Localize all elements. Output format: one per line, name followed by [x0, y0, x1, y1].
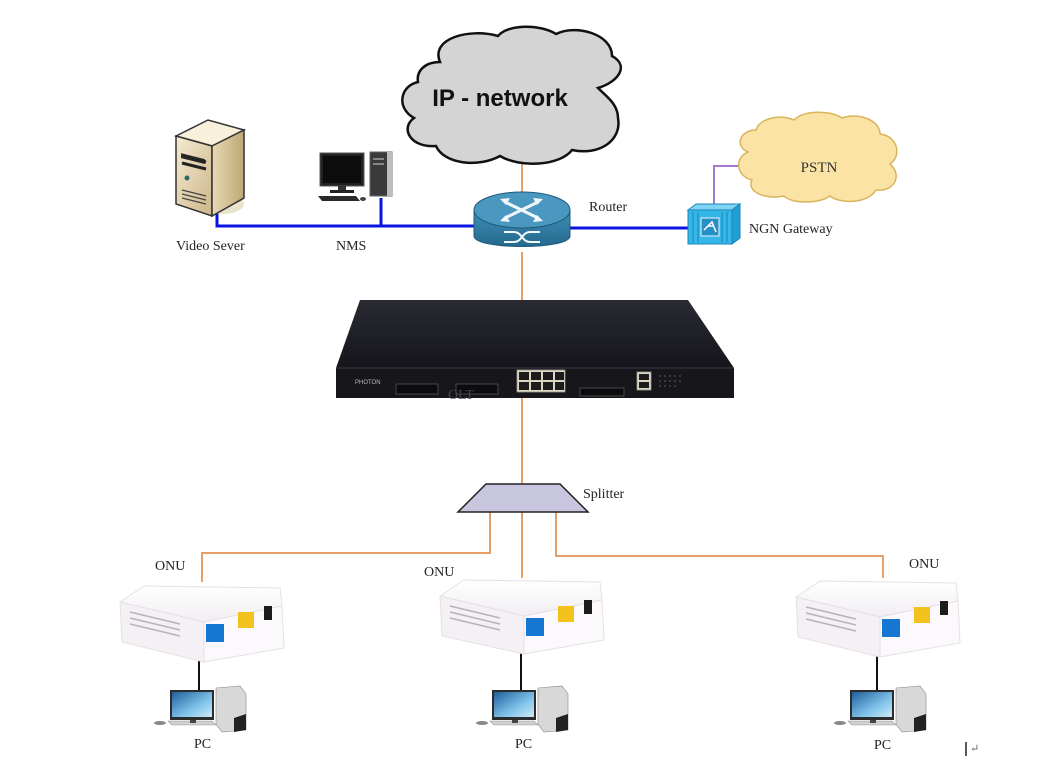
onu-device-icon-1 [118, 585, 285, 663]
ip-network-label: IP - network [432, 85, 568, 112]
pc-icon-3 [834, 685, 927, 733]
onu-label-1: ONU [155, 559, 186, 574]
onu-device-icon-2 [438, 579, 605, 655]
olt-device-icon: PHOTON [336, 300, 734, 398]
router-label: Router [589, 200, 628, 215]
splitter-label: Splitter [583, 487, 625, 502]
onu-label-2: ONU [424, 565, 455, 580]
pstn-cloud-shape [738, 111, 898, 203]
splitter-icon [456, 483, 590, 513]
pc-label-2: PC [515, 737, 533, 752]
pc-label-1: PC [194, 737, 212, 752]
pstn-label: PSTN [801, 160, 838, 176]
link-video-server-router [215, 210, 480, 228]
pc-icon-2 [476, 685, 569, 733]
links [198, 160, 884, 690]
ngn-gateway-icon [686, 203, 742, 245]
nms-label: NMS [336, 239, 367, 254]
onu-device-icon-3 [794, 580, 961, 658]
ngn-gateway-label: NGN Gateway [749, 222, 833, 237]
onu-label-3: ONU [909, 557, 940, 572]
ip-network-cloud: IP - network [401, 25, 622, 165]
video-server-label: Video Sever [176, 239, 245, 254]
link-gateway-pstn [713, 165, 746, 205]
link-splitter-onu-3 [555, 512, 884, 578]
video-server-icon [173, 119, 247, 218]
router-icon [473, 191, 571, 247]
paragraph-mark: ↵ [970, 743, 980, 755]
olt-label: OLT [448, 388, 474, 403]
pc-icon-1 [154, 685, 247, 733]
pc-label-3: PC [874, 738, 892, 753]
pstn-cloud: PSTN [738, 111, 898, 203]
ip-network-cloud-shape [401, 25, 622, 165]
nms-workstation-icon [318, 151, 393, 201]
link-splitter-onu-1 [201, 512, 491, 582]
olt-brand-label: PHOTON [355, 380, 381, 386]
